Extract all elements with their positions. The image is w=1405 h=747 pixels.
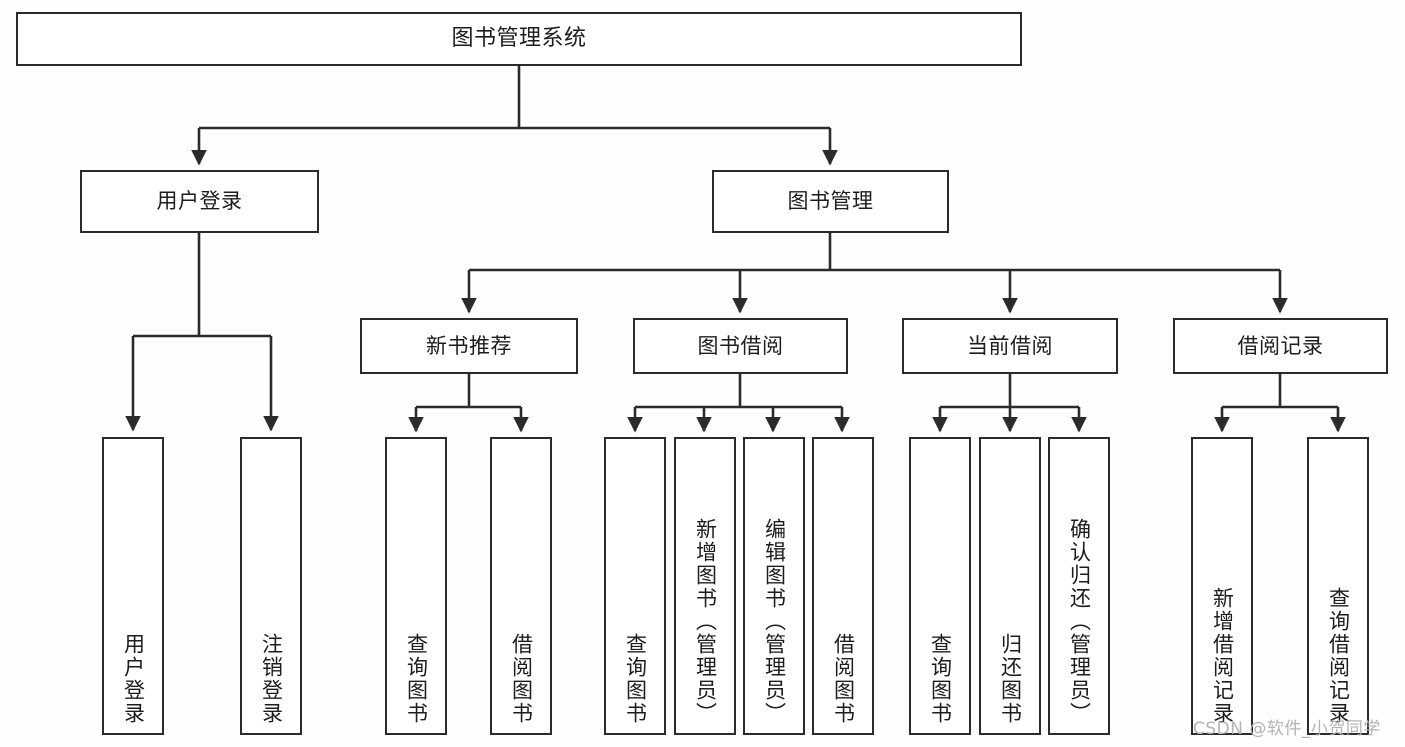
node-label: 新增借阅记录 — [1210, 587, 1235, 725]
node-label: 注销登录 — [259, 633, 284, 725]
node-label: 确认归还（管理员） — [1067, 518, 1092, 725]
node-label: 图书管理 — [787, 189, 874, 214]
node-label: 借阅记录 — [1237, 333, 1324, 358]
node-current-borrow[interactable]: 当前借阅 — [902, 318, 1118, 374]
leaf-borrow-book[interactable]: 借阅图书 — [812, 437, 874, 735]
leaf-query-borrow-record[interactable]: 查询借阅记录 — [1307, 437, 1369, 735]
node-label: 图书管理系统 — [451, 26, 587, 52]
node-book-management[interactable]: 图书管理 — [712, 170, 949, 233]
node-label: 借阅图书 — [509, 633, 534, 725]
leaf-logout[interactable]: 注销登录 — [240, 437, 302, 735]
node-label: 查询图书 — [928, 633, 953, 725]
node-label: 当前借阅 — [967, 333, 1053, 358]
leaf-borrow-book-recommend[interactable]: 借阅图书 — [490, 437, 552, 735]
node-label: 图书借阅 — [697, 333, 784, 358]
node-label: 借阅图书 — [831, 633, 856, 725]
csdn-watermark: CSDN @软件_小贺同学 — [1193, 719, 1381, 739]
node-label: 新书推荐 — [426, 333, 512, 358]
leaf-edit-book-admin[interactable]: 编辑图书（管理员） — [743, 437, 805, 735]
node-label: 用户登录 — [121, 633, 146, 725]
leaf-add-borrow-record[interactable]: 新增借阅记录 — [1191, 437, 1253, 735]
leaf-return-book[interactable]: 归还图书 — [979, 437, 1041, 735]
node-label: 归还图书 — [998, 633, 1023, 725]
leaf-query-book-recommend[interactable]: 查询图书 — [385, 437, 447, 735]
node-user-login[interactable]: 用户登录 — [80, 170, 319, 233]
node-label: 查询图书 — [404, 633, 429, 725]
node-label: 编辑图书（管理员） — [762, 518, 787, 725]
node-borrow-record[interactable]: 借阅记录 — [1173, 318, 1388, 374]
node-label: 查询图书 — [623, 633, 648, 725]
node-label: 查询借阅记录 — [1326, 587, 1351, 725]
leaf-query-book-current[interactable]: 查询图书 — [909, 437, 971, 735]
node-root-book-management-system[interactable]: 图书管理系统 — [16, 12, 1022, 66]
node-label: 新增图书（管理员） — [693, 518, 718, 725]
node-book-borrow[interactable]: 图书借阅 — [633, 318, 848, 374]
leaf-query-book-borrow[interactable]: 查询图书 — [604, 437, 666, 735]
node-new-book-recommend[interactable]: 新书推荐 — [360, 318, 578, 374]
node-label: 用户登录 — [156, 189, 243, 214]
leaf-add-book-admin[interactable]: 新增图书（管理员） — [674, 437, 736, 735]
leaf-confirm-return-admin[interactable]: 确认归还（管理员） — [1048, 437, 1110, 735]
leaf-user-login[interactable]: 用户登录 — [102, 437, 164, 735]
